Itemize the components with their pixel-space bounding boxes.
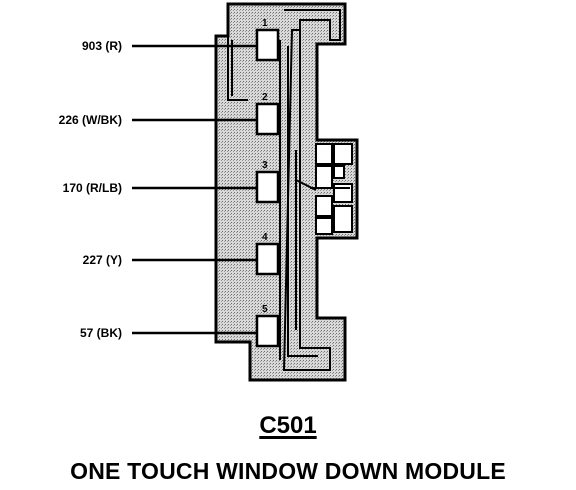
pin-2-cavity [255, 102, 280, 136]
pin-5-label: 57 (BK) [80, 326, 122, 340]
module-name-title: ONE TOUCH WINDOW DOWN MODULE [70, 458, 506, 484]
pin-5-number: 5 [262, 304, 268, 315]
pin-4-number: 4 [262, 232, 268, 243]
connector-id-title: C501 [259, 412, 317, 439]
terminal-cavities [255, 28, 280, 348]
pin-labels: 903 (R) 226 (W/BK) 170 (R/LB) 227 (Y) 57… [59, 39, 122, 340]
pin-3-cavity [255, 170, 280, 204]
connector-latch [310, 143, 353, 235]
pin-numbers: 1 2 3 4 5 [262, 18, 268, 315]
pin-leader-lines [132, 44, 258, 335]
pin-3-label: 170 (R/LB) [63, 181, 122, 195]
pin-2-label: 226 (W/BK) [59, 113, 122, 127]
pin-1-label: 903 (R) [82, 39, 122, 53]
pin-1-number: 1 [262, 18, 268, 29]
connector-inner-channels [227, 9, 341, 371]
pin-2-number: 2 [262, 92, 268, 103]
pin-4-cavity [255, 242, 280, 276]
pin-3-number: 3 [262, 160, 268, 171]
connector-housing [214, 2, 359, 382]
pin-4-label: 227 (Y) [83, 253, 122, 267]
pin-5-cavity [255, 314, 280, 348]
pin-1-cavity [255, 28, 280, 62]
